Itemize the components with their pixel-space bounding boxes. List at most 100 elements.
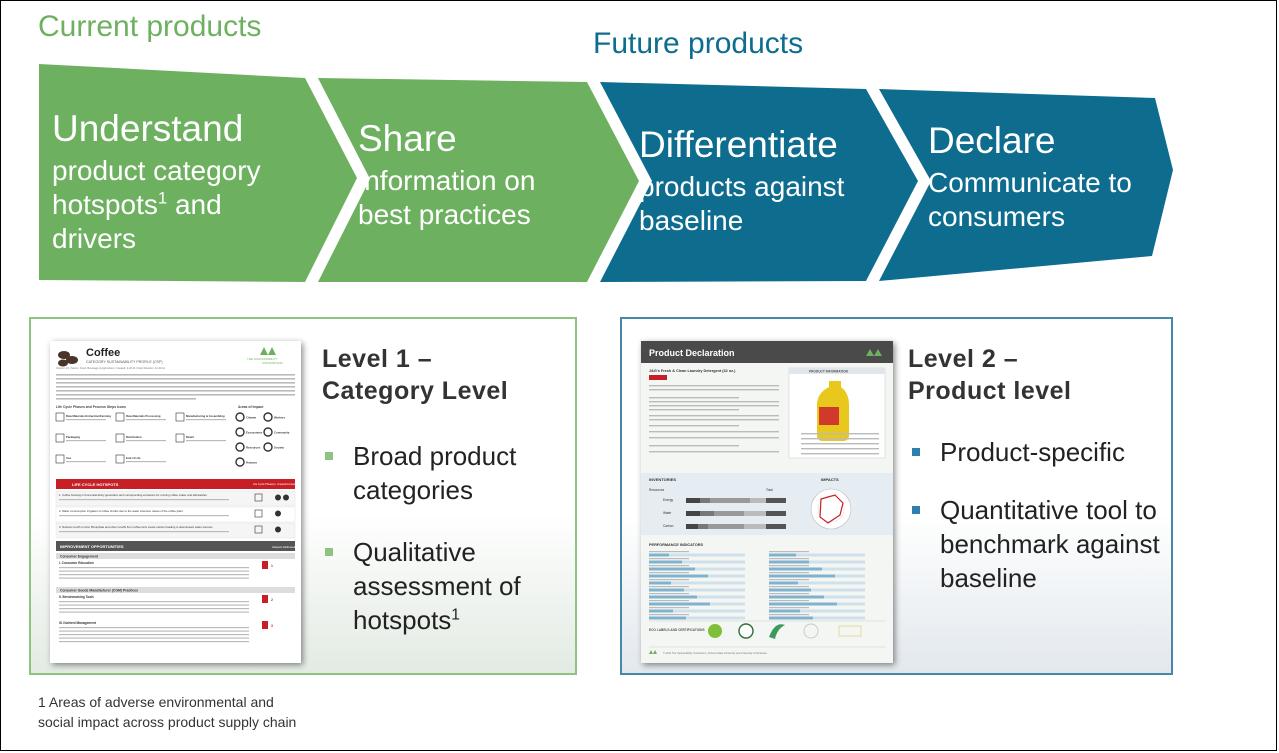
process-chevron-arrow bbox=[39, 64, 1173, 282]
hotspot-text: 3. Nutrient runoff on farm Phosphate and… bbox=[59, 525, 213, 529]
impact-label: Society bbox=[274, 446, 284, 450]
stage-shape-share bbox=[318, 78, 639, 282]
stage-subtitle-line: baseline bbox=[639, 205, 744, 236]
inventory-bar-segment bbox=[686, 498, 700, 503]
declaration-heading: Product Declaration bbox=[649, 348, 735, 358]
text-line bbox=[769, 579, 809, 581]
csp-improvement-bar: IMPROVEMENT OPPORTUNITIES bbox=[60, 544, 124, 549]
inventory-bar-segment bbox=[714, 511, 744, 516]
text-line bbox=[649, 385, 779, 387]
footnote-line: 1 Areas of adverse environmental and bbox=[38, 694, 274, 710]
phase-label: Raw Materials Extraction/Farming bbox=[66, 414, 111, 418]
text-line bbox=[59, 611, 249, 613]
indicator-bar-fill bbox=[769, 602, 837, 606]
impact-icon bbox=[235, 442, 245, 452]
text-line bbox=[56, 382, 295, 384]
text-line bbox=[769, 558, 809, 560]
phase-icon bbox=[55, 433, 65, 443]
phase-icon bbox=[115, 433, 125, 443]
indicator-bar-fill bbox=[649, 588, 684, 592]
csp-hotspots-col2: Impacted Areas bbox=[277, 482, 296, 486]
declaration-resources: Resources bbox=[649, 488, 665, 492]
indicator-bar-fill bbox=[649, 567, 695, 571]
impact-label: Workers bbox=[274, 416, 286, 420]
hotspot-number: 3 bbox=[271, 624, 273, 628]
phase-label: Raw Materials Processing bbox=[126, 414, 161, 418]
impact-dot-icon bbox=[283, 494, 289, 501]
impact-icon bbox=[235, 412, 245, 422]
impact-dot-icon bbox=[275, 494, 281, 501]
bullet-marker bbox=[912, 506, 920, 514]
stage-differentiate: Differentiate products against baseline bbox=[639, 125, 844, 238]
resource-energy: Energy bbox=[663, 498, 674, 502]
inventory-total-bar bbox=[766, 511, 786, 516]
phase-icon bbox=[55, 412, 65, 422]
indicator-bar bbox=[769, 588, 865, 592]
hotspot-row bbox=[55, 490, 296, 507]
text-line bbox=[59, 567, 249, 569]
indicator-bar-fill bbox=[649, 616, 686, 620]
opportunity-title: III. Nutrient Management bbox=[59, 621, 97, 625]
text-line bbox=[649, 419, 779, 421]
hotspots-text: hotspots bbox=[52, 189, 158, 220]
text-line bbox=[126, 461, 166, 463]
stage-shape-understand bbox=[39, 64, 357, 282]
impact-label: Climate bbox=[246, 416, 257, 420]
indicator-bar bbox=[649, 553, 745, 557]
indicator-bar-fill bbox=[769, 609, 800, 613]
indicator-bar-fill bbox=[769, 553, 796, 557]
csp-subheading: CATEGORY SUSTAINABILITY PROFILE (CSP) bbox=[86, 360, 163, 364]
text-line bbox=[649, 593, 689, 595]
hotspot-text: 2. Water consumption Irrigation of coffe… bbox=[59, 509, 183, 513]
resource-carbon: Carbon bbox=[663, 524, 674, 528]
footnote-ref: 1 bbox=[157, 188, 168, 208]
stage-title: Share bbox=[358, 118, 457, 159]
text-line bbox=[649, 551, 689, 553]
text-line bbox=[649, 586, 689, 588]
text-line bbox=[66, 461, 106, 463]
hotspot-badge bbox=[262, 621, 268, 629]
impact-label: Resources bbox=[246, 446, 261, 450]
csp-impact-heading: Areas of Impact bbox=[238, 405, 264, 409]
text-line bbox=[649, 614, 689, 616]
text-line bbox=[649, 579, 689, 581]
indicator-bar bbox=[769, 560, 865, 564]
stage-title: Differentiate bbox=[639, 124, 838, 165]
text-line bbox=[59, 515, 229, 517]
indicator-bar-fill bbox=[649, 595, 697, 599]
csp-document-graphic: Coffee CATEGORY SUSTAINABILITY PROFILE (… bbox=[55, 347, 296, 643]
declaration-total: Total bbox=[766, 488, 773, 492]
text-line bbox=[56, 386, 295, 388]
declaration-eco-labels: ECO LABELS AND CERTIFICATIONS bbox=[649, 628, 705, 632]
text-line bbox=[769, 614, 809, 616]
indicator-bar bbox=[649, 581, 745, 585]
text-line bbox=[59, 499, 229, 501]
hotspot-number: 2 bbox=[271, 598, 273, 602]
text-line bbox=[59, 577, 249, 579]
impact-dot-icon bbox=[275, 526, 281, 533]
text-line bbox=[59, 630, 249, 632]
bullet-marker bbox=[912, 448, 920, 456]
text-line bbox=[59, 627, 249, 629]
declaration-footer: © 2011 The Sustainability Consortium, Ar… bbox=[663, 651, 767, 655]
indicator-bar-fill bbox=[649, 602, 710, 606]
text-line bbox=[801, 448, 879, 450]
inventory-bar-segment bbox=[710, 498, 750, 503]
text-line bbox=[769, 607, 809, 609]
future-products-header: Future products bbox=[593, 27, 804, 60]
text-line bbox=[56, 378, 295, 380]
text-line bbox=[801, 453, 879, 455]
text-line bbox=[66, 440, 106, 442]
text-line bbox=[59, 531, 229, 533]
footnote-ref: 1 bbox=[451, 606, 460, 624]
indicator-bar bbox=[649, 567, 745, 571]
declaration-inventories: INVENTORIES bbox=[649, 477, 676, 482]
text-line bbox=[801, 433, 879, 435]
indicator-bar bbox=[649, 609, 745, 613]
text-line bbox=[649, 397, 739, 399]
csp-heading: Coffee bbox=[86, 347, 120, 359]
level2-title-line1: Level 2 – bbox=[908, 345, 1019, 373]
text-line bbox=[769, 586, 809, 588]
bullet-text: Qualitative assessment of hotspots1 bbox=[353, 535, 553, 637]
level1-title: Level 1 – Category Level bbox=[322, 343, 508, 407]
